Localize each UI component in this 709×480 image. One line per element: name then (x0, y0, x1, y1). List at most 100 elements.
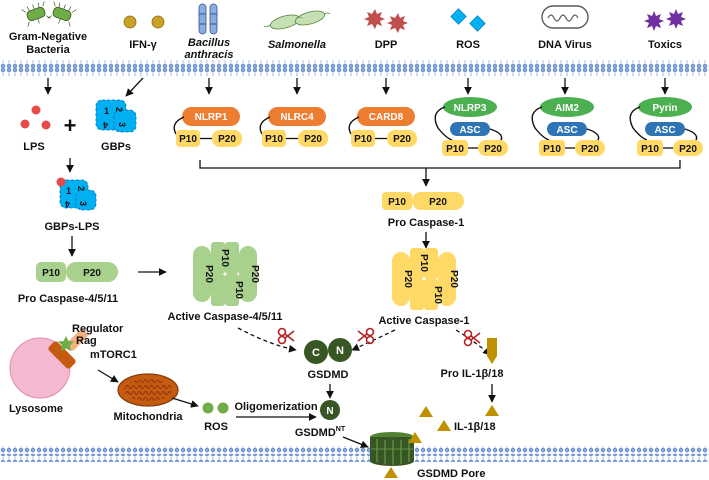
ifn-gamma-icon (123, 15, 165, 29)
act-casp1-p10-b: P10 (432, 286, 443, 304)
gsdmd-c-domain: C (312, 347, 320, 359)
nlrp1-p10: P10 (179, 134, 197, 145)
salmonella-icon (263, 10, 331, 30)
pro-caspase-1-label: Pro Caspase-1 (388, 217, 464, 229)
nlrp3-inflammasome: NLRP3 ASC P10 P20 (434, 97, 508, 156)
nlrp1-inflammasome: NLRP1 P10 P20 (173, 107, 242, 147)
gbp-digit-3: 3 (117, 122, 127, 127)
card8-p20: P20 (393, 134, 411, 145)
gsdmd-pore-label: GSDMD Pore (417, 468, 485, 480)
pro-casp1-p10: P10 (388, 197, 406, 208)
complex-digit-2: 2 (76, 186, 86, 191)
rag-label: Rag (76, 335, 97, 347)
nlrp1-label: NLRP1 (195, 112, 228, 123)
toxics-icon (644, 9, 686, 31)
act-casp1-p20-right: P20 (448, 270, 459, 288)
bacillus-anthracis-icon (198, 3, 218, 35)
dna-virus-icon (541, 5, 589, 29)
gsdmd-nt-n: N (326, 406, 333, 417)
cleavage-arrows (237, 327, 491, 356)
gsdmd-nt-base: GSDMD (295, 427, 336, 439)
gbps-lps-label: GBPs-LPS (44, 221, 99, 233)
nlrp3-p20: P20 (484, 144, 502, 155)
act-casp4-p20-left: P20 (203, 265, 214, 283)
il-label: IL-1β/18 (454, 421, 496, 433)
nlrc4-p10: P10 (265, 134, 283, 145)
regulator-star-icon (58, 336, 74, 351)
gbp-digit-1: 1 (104, 106, 109, 116)
pyrin-asc: ASC (654, 125, 675, 136)
gsdmd-nt-label: GSDMDNT (295, 426, 346, 439)
ros-icon (450, 8, 486, 32)
pro-il-label: Pro IL-1β/18 (441, 368, 504, 380)
act-casp1-p10-a: P10 (418, 254, 429, 272)
pyrin-label: Pyrin (652, 103, 677, 114)
ifn-gamma-label: IFN-γ (129, 39, 157, 51)
aim2-p20: P20 (581, 144, 599, 155)
aim2-label: AIM2 (555, 103, 579, 114)
gsdmd-pore-icon (370, 432, 414, 466)
gbp-digit-4: 4 (103, 120, 108, 130)
aim2-inflammasome: AIM2 ASC P10 P20 (531, 97, 605, 156)
active-caspase-4-5-11: P20 P10 P10 P20 (193, 242, 260, 306)
pro-caspase-4-5-11-label: Pro Caspase-4/5/11 (18, 293, 118, 305)
ros-dots-icon (202, 402, 229, 414)
nlrc4-inflammasome: NLRC4 P10 P20 (259, 107, 328, 147)
act-casp1-p20-left: P20 (402, 270, 413, 288)
ros-label: ROS (456, 39, 480, 51)
active-caspase-1-label: Active Caspase-1 (378, 315, 469, 327)
bacteria-label: Bacteria (26, 44, 70, 56)
gbps-lps-complex-icon: 1 2 4 3 (56, 177, 97, 211)
scissors-icon (277, 327, 295, 345)
mtorc1-label: mTORC1 (90, 349, 137, 361)
pyrin-p10: P10 (641, 144, 659, 155)
salmonella-label: Salmonella (268, 39, 326, 51)
pyrin-inflammasome: Pyrin ASC P10 P20 (629, 97, 703, 156)
anthracis-label: anthracis (185, 49, 234, 61)
nt-to-pore-arrow (342, 436, 369, 449)
regulator-label: Regulator (72, 323, 124, 335)
act-casp4-p10-a: P10 (219, 249, 230, 267)
gsdmd-nt-icon: N (320, 400, 340, 420)
plus-sign: + (64, 113, 77, 138)
gbps-label: GBPs (101, 141, 131, 153)
mtorc1-to-mito-arrow (97, 369, 119, 383)
dpp-label: DPP (375, 39, 398, 51)
gram-negative-bacteria-icon (21, 1, 77, 27)
gram-negative-label: Gram-Negative (9, 31, 87, 43)
card8-inflammasome: CARD8 P10 P20 (348, 107, 417, 147)
gbp-digit-2: 2 (114, 107, 124, 112)
scissors-icon-2 (357, 327, 375, 345)
gsdmd-label: GSDMD (308, 369, 349, 381)
lps-label: LPS (23, 141, 44, 153)
dpp-icon (364, 9, 408, 33)
ros-lower-label: ROS (204, 421, 228, 433)
gbps-icon: 1 2 4 3 (95, 99, 137, 133)
complex-digit-4: 4 (65, 199, 70, 209)
nlrp3-p10: P10 (446, 144, 464, 155)
act-casp4-p20-right: P20 (249, 265, 260, 283)
aim2-asc: ASC (556, 125, 577, 136)
mtorc1-icon (48, 329, 88, 369)
gsdmd-nt-superscript: NT (336, 426, 346, 433)
pro-casp1-p20: P20 (429, 197, 447, 208)
toxics-label: Toxics (648, 39, 682, 51)
gsdmd-full-length: C N (304, 338, 352, 364)
oligomerization-label: Oligomerization (234, 401, 317, 413)
complex-digit-3: 3 (78, 201, 88, 206)
il-release-triangle (384, 467, 398, 478)
nlrp3-label: NLRP3 (454, 103, 487, 114)
lysosome-label: Lysosome (9, 403, 63, 415)
aim2-p10: P10 (543, 144, 561, 155)
act-casp4-p10-b: P10 (233, 281, 244, 299)
pyrin-p20: P20 (679, 144, 697, 155)
nlrp1-p20: P20 (218, 134, 236, 145)
pro-casp4-p20: P20 (83, 268, 101, 279)
dna-virus-label: DNA Virus (538, 39, 592, 51)
gsdmd-n-domain: N (336, 345, 344, 357)
lps-dots-icon (20, 105, 51, 130)
pro-caspase-1: P10 P20 (382, 192, 464, 210)
nlrc4-label: NLRC4 (280, 112, 314, 123)
